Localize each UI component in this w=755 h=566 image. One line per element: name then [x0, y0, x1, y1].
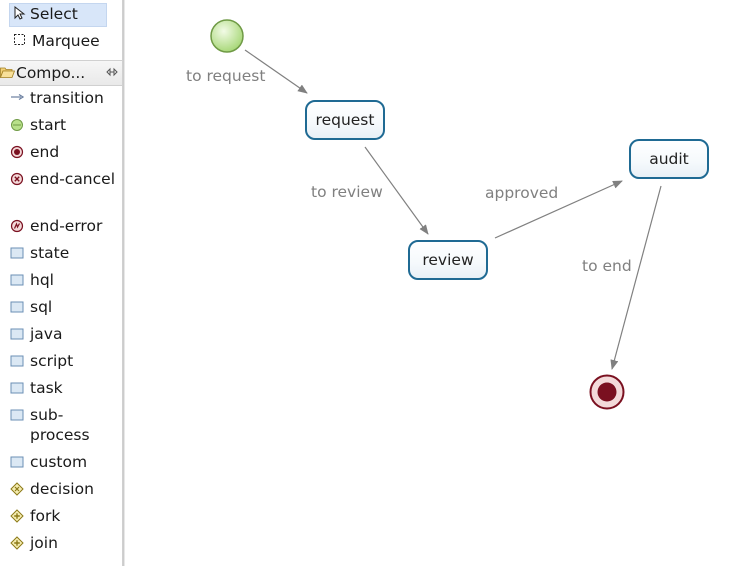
gateway-icon: [10, 482, 24, 496]
components-drawer-header[interactable]: Compo...: [0, 60, 122, 86]
activity-node-icon: [10, 274, 24, 286]
activity-node-icon: [10, 409, 24, 421]
transition-to-end[interactable]: [610, 185, 662, 370]
transition-approved[interactable]: [494, 180, 623, 239]
transition-edges: [244, 49, 662, 370]
transition-arrow-icon: [11, 93, 24, 101]
activity-node-icon: [10, 247, 24, 259]
palette-item-label: transition: [30, 89, 104, 107]
end-error-icon: [10, 219, 24, 233]
start-event-icon: [11, 119, 23, 131]
palette-item-label: start: [30, 116, 67, 134]
gateway-icon: [10, 509, 24, 523]
activity-node-icon: [10, 301, 24, 313]
marquee-tool-label: Marquee: [32, 32, 100, 50]
start-event-node[interactable]: [209, 18, 245, 54]
node-label: audit: [649, 150, 689, 168]
pin-drawer-icon[interactable]: [106, 67, 118, 77]
arrow-cursor-icon: [14, 6, 26, 20]
transition-to-review[interactable]: [364, 146, 429, 235]
open-folder-icon: [0, 67, 15, 78]
palette-item-label: custom: [30, 453, 88, 471]
select-tool[interactable]: Select: [9, 3, 107, 27]
palette-item-label: sql: [30, 298, 53, 316]
end-event-icon: [10, 145, 24, 159]
process-diagram-canvas[interactable]: request review audit to request to revie…: [125, 0, 755, 566]
node-label: request: [315, 111, 375, 129]
end-cancel-icon: [10, 172, 24, 186]
gateway-icon: [10, 536, 24, 550]
palette-item-label: decision: [30, 480, 94, 498]
node-request[interactable]: request: [305, 100, 385, 140]
node-audit[interactable]: audit: [629, 139, 709, 179]
end-event-node[interactable]: [588, 373, 626, 411]
select-tool-label: Select: [30, 5, 78, 23]
palette-item-label: end-cancel: [30, 170, 116, 188]
palette-item-label: fork: [30, 507, 61, 525]
palette-splitter[interactable]: [122, 0, 125, 566]
transition-to-request[interactable]: [244, 49, 308, 94]
component-palette: Select Marquee Compo... transition: [0, 0, 122, 566]
palette-item-label: end: [30, 143, 60, 161]
activity-node-icon: [10, 382, 24, 394]
node-label: review: [422, 251, 474, 269]
palette-item-label: script: [30, 352, 74, 370]
transition-label-to-request[interactable]: to request: [186, 67, 266, 85]
palette-item-label: hql: [30, 271, 54, 289]
components-drawer-title: Compo...: [16, 64, 86, 82]
palette-item-label: task: [30, 379, 63, 397]
node-review[interactable]: review: [408, 240, 488, 280]
palette-item-label: state: [30, 244, 70, 262]
activity-node-icon: [10, 456, 24, 468]
activity-node-icon: [10, 328, 24, 340]
palette-item-label: sub-process: [30, 406, 90, 444]
palette-item-label: end-error: [30, 217, 103, 235]
transition-label-to-review[interactable]: to review: [311, 183, 383, 201]
transition-label-approved[interactable]: approved: [485, 184, 559, 202]
palette-item-label: join: [30, 534, 58, 552]
activity-node-icon: [10, 355, 24, 367]
transition-label-to-end[interactable]: to end: [582, 257, 632, 275]
palette-item-label: java: [30, 325, 63, 343]
marquee-icon: [14, 34, 25, 45]
